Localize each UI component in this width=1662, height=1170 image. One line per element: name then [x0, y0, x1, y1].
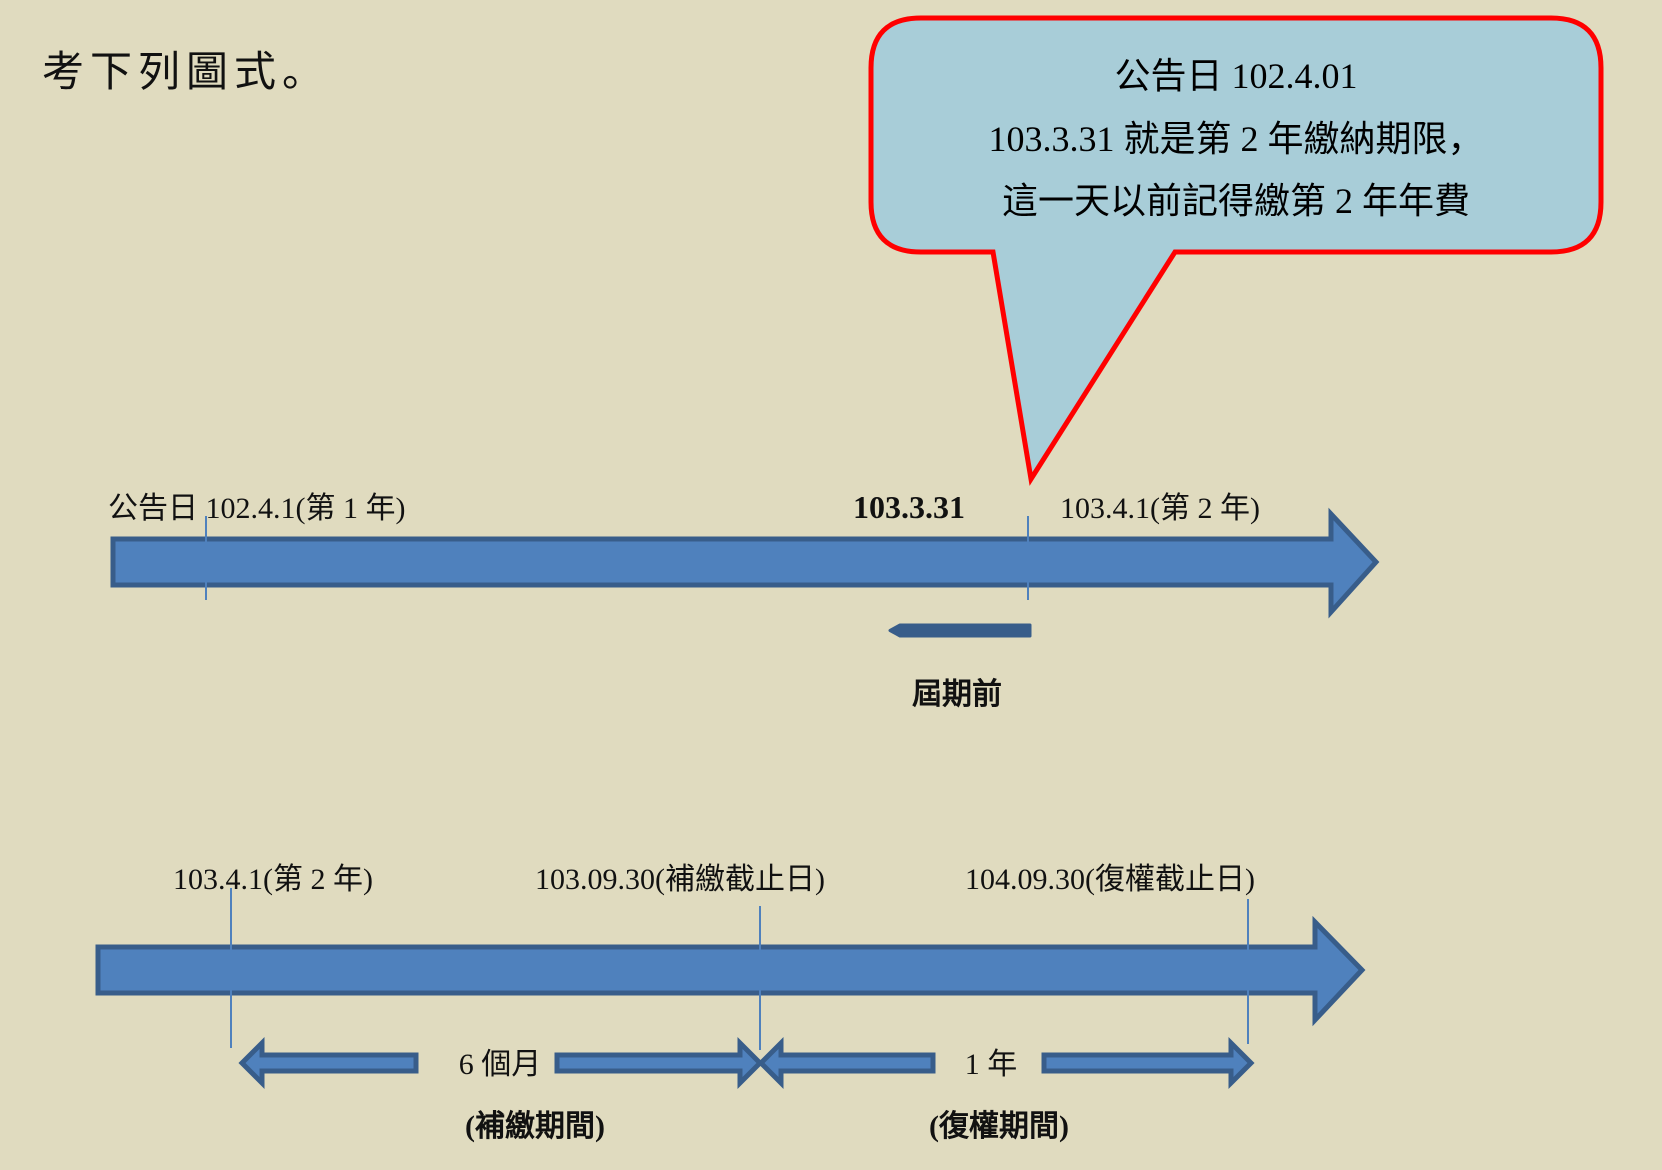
timeline-1: 公告日 102.4.1(第 1 年) 103.3.31 103.4.1(第 2 …	[108, 489, 1380, 711]
callout-line-2: 103.3.31 就是第 2 年繳納期限，	[988, 119, 1483, 159]
label-before: 屆期前	[912, 678, 1002, 711]
period1-label: (補繳期間)	[465, 1110, 605, 1143]
timeline-2: 103.4.1(第 2 年) 103.09.30(補繳截止日) 104.09.3…	[95, 863, 1366, 1143]
timeline-arrow	[95, 915, 1366, 1027]
span1-label: 6 個月	[459, 1048, 542, 1081]
label-start: 公告日 102.4.1(第 1 年)	[108, 492, 405, 525]
period2-label: (復權期間)	[929, 1110, 1069, 1143]
span2-left-arrow	[757, 1036, 936, 1090]
callout-bubble: 公告日 102.4.01 103.3.31 就是第 2 年繳納期限， 這一天以前…	[868, 15, 1604, 486]
timeline-arrow	[110, 507, 1380, 619]
span1-right-arrow	[554, 1036, 764, 1090]
intro-text: 考下列圖式。	[42, 50, 330, 96]
label-restore-end: 104.09.30(復權截止日)	[965, 863, 1255, 896]
label-supplement-end: 103.09.30(補繳截止日)	[535, 863, 825, 896]
label-year2: 103.4.1(第 2 年)	[1060, 492, 1260, 525]
span1-left-arrow	[238, 1036, 419, 1090]
label-year2: 103.4.1(第 2 年)	[173, 863, 373, 896]
label-deadline: 103.3.31	[853, 489, 965, 525]
before-arrow	[888, 623, 1032, 638]
callout-line-1: 公告日 102.4.01	[1114, 56, 1357, 96]
span2-right-arrow	[1041, 1036, 1255, 1090]
callout-shape	[868, 15, 1604, 486]
callout-line-3: 這一天以前記得繳第 2 年年費	[1002, 181, 1470, 221]
span2-label: 1 年	[965, 1048, 1018, 1081]
